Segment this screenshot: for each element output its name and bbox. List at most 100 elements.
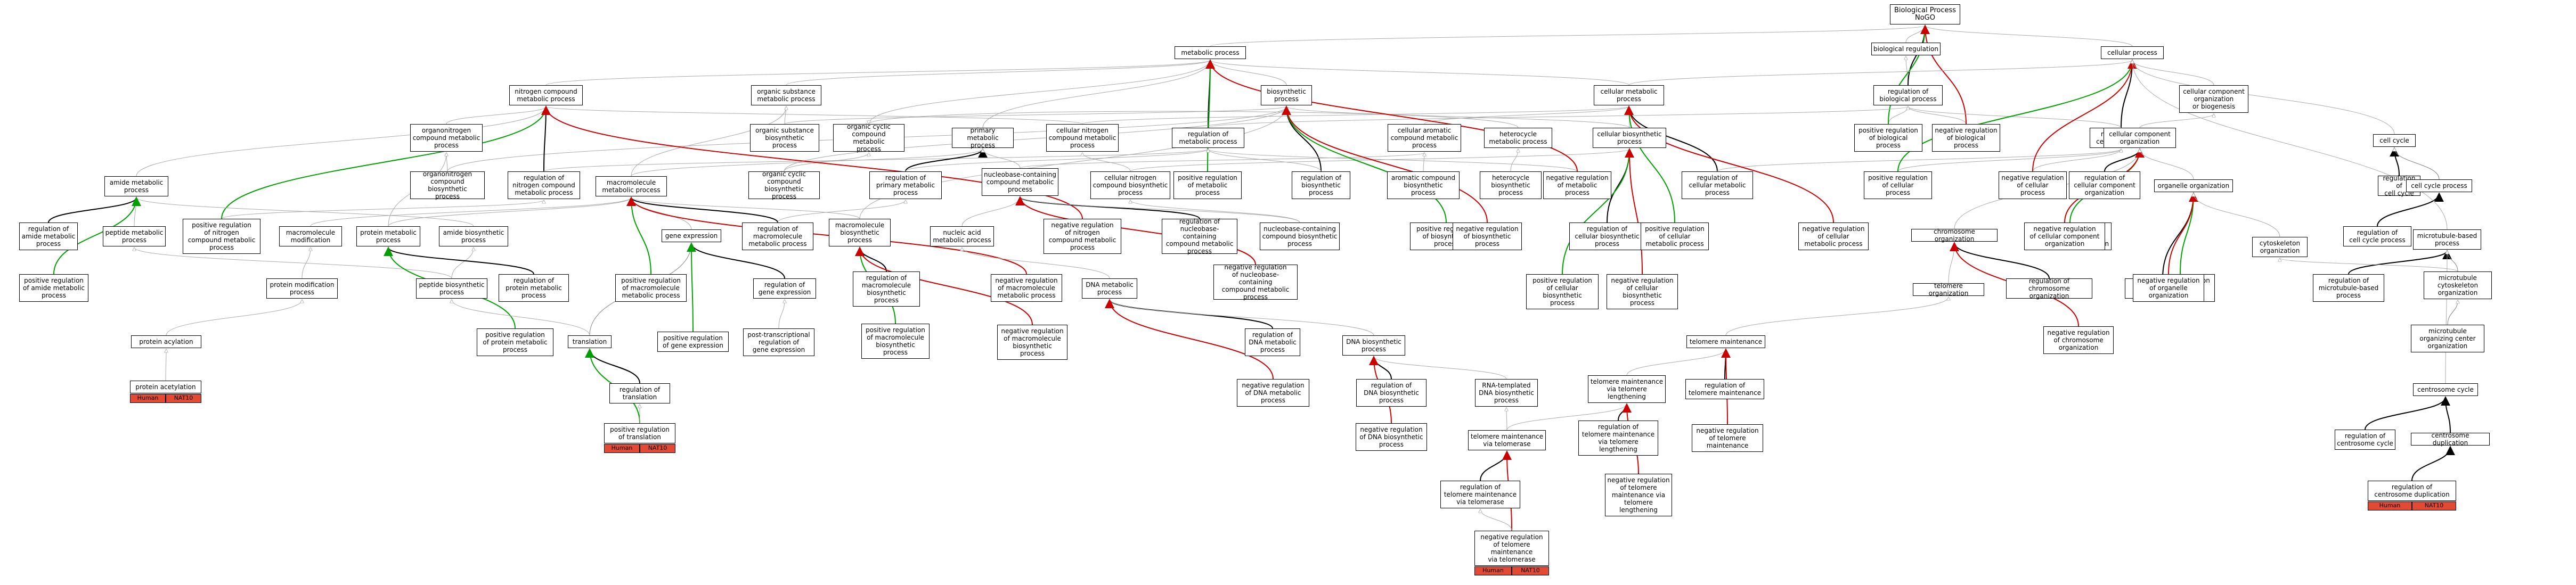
go-term-neg-reg-biological-process[interactable]: negative regulation of biological proces… bbox=[1932, 124, 2000, 152]
go-term-pos-reg-cellular-metabolic[interactable]: positive regulation of cellular metaboli… bbox=[1641, 223, 1709, 250]
go-term-reg-cell-cycle-process[interactable]: regulation of cell cycle process bbox=[2343, 226, 2411, 246]
go-term-reg-cc-organization[interactable]: regulation of cellular component organiz… bbox=[2069, 171, 2140, 199]
go-term-reg-dna-metabolic[interactable]: regulation of DNA metabolic process bbox=[1245, 328, 1300, 356]
go-term-mtoc-organization[interactable]: microtubule organizing center organizati… bbox=[2411, 325, 2484, 352]
go-term-cell-cycle[interactable]: cell cycle bbox=[2373, 134, 2416, 147]
go-term-dna-metabolic[interactable]: DNA metabolic process bbox=[1082, 278, 1137, 299]
go-term-cell-cycle-process[interactable]: cell cycle process bbox=[2406, 179, 2472, 192]
go-term-nitrogen-compound-metabolic[interactable]: nitrogen compound metabolic process bbox=[509, 85, 583, 105]
go-term-nucleobase-biosynthetic[interactable]: nucleobase-containing compound biosynthe… bbox=[1260, 223, 1340, 250]
go-term-nucleic-acid-metabolic[interactable]: nucleic acid metabolic process bbox=[930, 226, 994, 246]
go-term-cellular-biosynthetic[interactable]: cellular biosynthetic process bbox=[1593, 128, 1666, 148]
go-term-heterocycle-biosynthetic[interactable]: heterocycle biosynthetic process bbox=[1480, 171, 1542, 199]
go-term-reg-cellular-metabolic[interactable]: regulation of cellular metabolic process bbox=[1682, 171, 1753, 199]
go-term-amide-biosynthetic[interactable]: amide biosynthetic process bbox=[439, 226, 508, 246]
go-term-bp[interactable]: Biological Process NoGO bbox=[1890, 4, 1960, 24]
go-term-organic-cyclic-metabolic[interactable]: organic cyclic compound metabolic proces… bbox=[833, 123, 904, 153]
go-term-cellular-aromatic-metabolic[interactable]: cellular aromatic compound metabolic pro… bbox=[1388, 124, 1461, 152]
go-term-pos-reg-translation[interactable]: positive regulation of translation bbox=[604, 423, 675, 443]
go-term-neg-reg-organelle-organization[interactable]: negative regulation of organelle organiz… bbox=[2133, 274, 2204, 302]
go-term-reg-chromosome-organization[interactable]: regulation of chromosome organization bbox=[2006, 277, 2092, 300]
go-term-pos-reg-macromolecule-metabolic[interactable]: positive regulation of macromolecule met… bbox=[615, 274, 687, 302]
go-term-reg-biosynthetic[interactable]: regulation of biosynthetic process bbox=[1292, 171, 1350, 199]
go-term-cellular-nitrogen-biosynthetic[interactable]: cellular nitrogen compound biosynthetic … bbox=[1090, 171, 1170, 199]
go-term-reg-telomerase[interactable]: regulation of telomere maintenance via t… bbox=[1440, 481, 1520, 508]
go-term-organic-cyclic-biosynthetic[interactable]: organic cyclic compound biosynthetic pro… bbox=[748, 170, 820, 200]
go-term-telomere-organization[interactable]: telomere organization bbox=[1913, 282, 1984, 297]
go-term-pos-reg-macromolecule-biosynthetic[interactable]: positive regulation of macromolecule bio… bbox=[861, 324, 930, 359]
go-term-reg-translation[interactable]: regulation of translation bbox=[609, 383, 670, 403]
go-term-reg-biological-process[interactable]: regulation of biological process bbox=[1873, 85, 1943, 105]
go-term-protein-metabolic[interactable]: protein metabolic process bbox=[356, 226, 420, 246]
go-term-neg-reg-dna-biosynthetic[interactable]: negative regulation of DNA biosynthetic … bbox=[1356, 423, 1427, 451]
go-term-reg-nucleobase-metabolic[interactable]: regulation of nucleobase-containing comp… bbox=[1162, 218, 1237, 255]
go-term-centrosome-duplication[interactable]: centrosome duplication bbox=[2411, 432, 2490, 447]
go-term-pos-reg-cellular-biosynthetic[interactable]: positive regulation of cellular biosynth… bbox=[1526, 274, 1599, 309]
go-term-neg-reg-telomerase[interactable]: negative regulation of telomere maintena… bbox=[1474, 531, 1549, 566]
go-term-macromolecule-modification[interactable]: macromolecule modification bbox=[279, 226, 342, 246]
go-term-pos-reg-cellular-process[interactable]: positive regulation of cellular process bbox=[1864, 171, 1932, 199]
go-term-cellular-nitrogen-metabolic[interactable]: cellular nitrogen compound metabolic pro… bbox=[1046, 124, 1119, 152]
go-term-neg-reg-nucleobase-metabolic[interactable]: negative regulation of nucleobase-contai… bbox=[1213, 263, 1298, 301]
go-term-organic-substance-biosynthetic[interactable]: organic substance biosynthetic process bbox=[750, 124, 819, 152]
go-term-chromosome-organization[interactable]: chromosome organization bbox=[1911, 228, 1998, 243]
go-term-posttranscriptional-reg[interactable]: post-transcriptional regulation of gene … bbox=[743, 328, 814, 356]
go-term-cellular-metabolic-process[interactable]: cellular metabolic process bbox=[1594, 85, 1664, 105]
go-term-reg-protein-metabolic[interactable]: regulation of protein metabolic process bbox=[499, 274, 569, 302]
go-term-microtubule-cytoskeleton-org[interactable]: microtubule cytoskeleton organization bbox=[2424, 271, 2492, 299]
go-term-peptide-metabolic[interactable]: peptide metabolic process bbox=[103, 226, 166, 246]
go-term-neg-reg-macromolecule-biosynthetic[interactable]: negative regulation of macromolecule bio… bbox=[997, 325, 1067, 360]
go-term-organelle-organization[interactable]: organelle organization bbox=[2154, 179, 2233, 192]
go-term-neg-reg-cellular-biosynthetic[interactable]: negative regulation of cellular biosynth… bbox=[1607, 274, 1678, 309]
go-term-microtubule-based-process[interactable]: microtubule-based process bbox=[2413, 229, 2481, 250]
go-term-organonitrogen-biosynthetic[interactable]: organonitrogen compound biosynthetic pro… bbox=[410, 170, 485, 200]
go-term-protein-modification-process[interactable]: protein modification process bbox=[266, 278, 338, 299]
go-term-neg-reg-metabolic[interactable]: negative regulation of metabolic process bbox=[1543, 171, 1611, 199]
go-term-reg-microtubule-based[interactable]: regulation of microtubule-based process bbox=[2313, 274, 2384, 302]
go-term-reg-telomere-lengthening[interactable]: regulation of telomere maintenance via t… bbox=[1578, 421, 1658, 456]
go-term-pos-reg-biological-process[interactable]: positive regulation of biological proces… bbox=[1854, 124, 1922, 152]
go-term-reg-primary-metabolic[interactable]: regulation of primary metabolic process bbox=[869, 171, 942, 199]
go-term-reg-cellular-biosynthetic[interactable]: regulation of cellular biosynthetic proc… bbox=[1569, 223, 1645, 250]
go-term-reg-gene-expression[interactable]: regulation of gene expression bbox=[753, 278, 816, 299]
go-term-neg-reg-cc-organization[interactable]: negative regulation of cellular componen… bbox=[2024, 223, 2105, 250]
go-term-peptide-biosynthetic[interactable]: peptide biosynthetic process bbox=[416, 278, 487, 299]
go-term-neg-reg-nitrogen-metabolic[interactable]: negative regulation of nitrogen compound… bbox=[1044, 219, 1121, 254]
go-term-translation[interactable]: translation bbox=[568, 335, 612, 348]
go-term-pos-reg-protein-metabolic[interactable]: positive regulation of protein metabolic… bbox=[477, 328, 553, 356]
go-term-pos-reg-gene-expression[interactable]: positive regulation of gene expression bbox=[657, 332, 729, 352]
go-term-neg-reg-biosynthetic[interactable]: negative regulation of biosynthetic proc… bbox=[1453, 223, 1522, 250]
go-term-cellular-component-organization[interactable]: cellular component organization bbox=[2104, 128, 2176, 148]
go-term-organonitrogen-metabolic[interactable]: organonitrogen compound metabolic proces… bbox=[410, 124, 483, 152]
go-term-neg-reg-telomere-lengthening[interactable]: negative regulation of telomere maintena… bbox=[1605, 474, 1672, 516]
go-term-macromolecule-metabolic[interactable]: macromolecule metabolic process bbox=[596, 176, 667, 196]
go-term-neg-reg-macromolecule-metabolic[interactable]: negative regulation of macromolecule met… bbox=[991, 274, 1062, 302]
go-term-neg-reg-cellular-process[interactable]: negative regulation of cellular process bbox=[1999, 171, 2067, 199]
go-term-reg-centrosome-duplication[interactable]: regulation of centrosome duplication bbox=[2368, 481, 2456, 501]
go-term-biosynthetic-process[interactable]: biosynthetic process bbox=[1261, 85, 1312, 105]
go-term-reg-macromolecule-metabolic[interactable]: regulation of macromolecule metabolic pr… bbox=[742, 223, 813, 250]
go-term-pos-reg-metabolic[interactable]: positive regulation of metabolic process bbox=[1173, 171, 1242, 199]
go-term-telomere-maintenance-telomerase[interactable]: telomere maintenance via telomerase bbox=[1468, 430, 1546, 450]
go-term-pos-reg-nitrogen-metabolic[interactable]: positive regulation of nitrogen compound… bbox=[183, 219, 260, 254]
go-term-biological-regulation[interactable]: biological regulation bbox=[1871, 43, 1941, 55]
go-term-nucleobase-metabolic[interactable]: nucleobase-containing compound metabolic… bbox=[982, 168, 1058, 196]
go-term-protein-acylation[interactable]: protein acylation bbox=[131, 335, 201, 348]
go-term-reg-macromolecule-biosynthetic[interactable]: regulation of macromolecule biosynthetic… bbox=[853, 271, 920, 307]
go-term-dna-biosynthetic[interactable]: DNA biosynthetic process bbox=[1342, 335, 1405, 356]
go-term-reg-amide-metabolic[interactable]: regulation of amide metabolic process bbox=[19, 223, 78, 250]
go-term-reg-metabolic-process[interactable]: regulation of metabolic process bbox=[1172, 128, 1244, 148]
go-term-rna-templated-dna-biosynthetic[interactable]: RNA-templated DNA biosynthetic process bbox=[1475, 379, 1538, 407]
go-term-organic-substance-metabolic[interactable]: organic substance metabolic process bbox=[751, 85, 821, 105]
go-term-reg-dna-biosynthetic[interactable]: regulation of DNA biosynthetic process bbox=[1356, 379, 1426, 407]
go-term-gene-expression[interactable]: gene expression bbox=[662, 229, 721, 242]
go-term-reg-centrosome-cycle[interactable]: regulation of centrosome cycle bbox=[2335, 430, 2395, 450]
go-term-cytoskeleton-organization[interactable]: cytoskeleton organization bbox=[2252, 237, 2308, 257]
go-term-reg-nitrogen-compound-metabolic[interactable]: regulation of nitrogen compound metaboli… bbox=[508, 171, 580, 199]
go-term-metabolic-process[interactable]: metabolic process bbox=[1175, 46, 1246, 59]
go-term-neg-reg-cellular-metabolic[interactable]: negative regulation of cellular metaboli… bbox=[1798, 223, 1869, 250]
go-term-macromolecule-biosynthetic[interactable]: macromolecule biosynthetic process bbox=[829, 219, 891, 246]
go-term-amide-metabolic[interactable]: amide metabolic process bbox=[104, 176, 168, 196]
go-term-primary-metabolic[interactable]: primary metabolic process bbox=[952, 127, 1014, 149]
go-term-neg-reg-chromosome-organization[interactable]: negative regulation of chromosome organi… bbox=[2043, 326, 2114, 354]
